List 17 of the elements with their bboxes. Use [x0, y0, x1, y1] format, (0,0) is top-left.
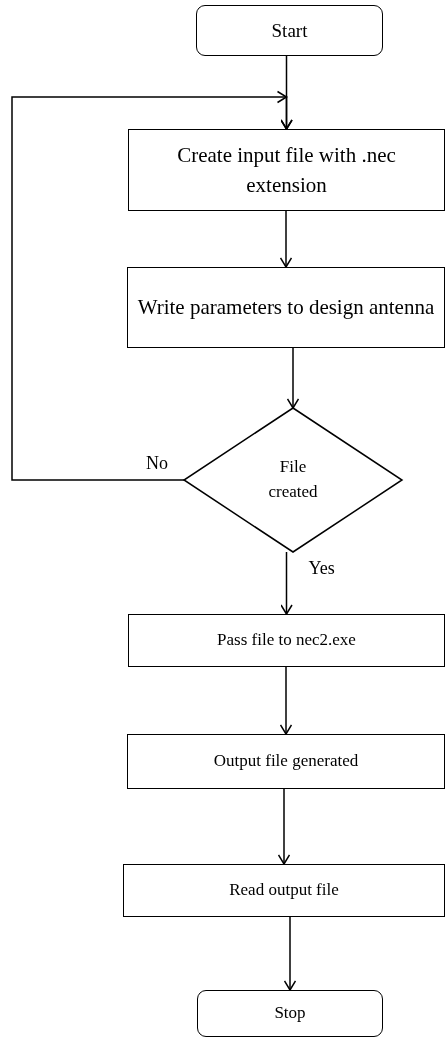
- step-text: Output file generated: [213, 750, 359, 773]
- process-box: [127, 267, 445, 348]
- step-text: File created: [267, 456, 319, 503]
- process-box: [128, 614, 445, 667]
- terminator-box: [196, 5, 383, 56]
- process-box: [127, 734, 445, 789]
- step-text: Pass file to nec2.exe: [217, 629, 356, 652]
- step-text: Stop: [274, 1002, 306, 1025]
- process-box: [128, 129, 445, 211]
- step-text: Write parameters to design antenna: [137, 294, 435, 322]
- edge-label: No: [146, 453, 168, 474]
- step-text: Start: [271, 18, 308, 43]
- edge-label: Yes: [308, 558, 335, 579]
- terminator-box: [197, 990, 383, 1037]
- process-box: [123, 864, 445, 917]
- step-text: Read output file: [229, 879, 339, 902]
- step-text: Create input file with .nec extension: [176, 141, 397, 199]
